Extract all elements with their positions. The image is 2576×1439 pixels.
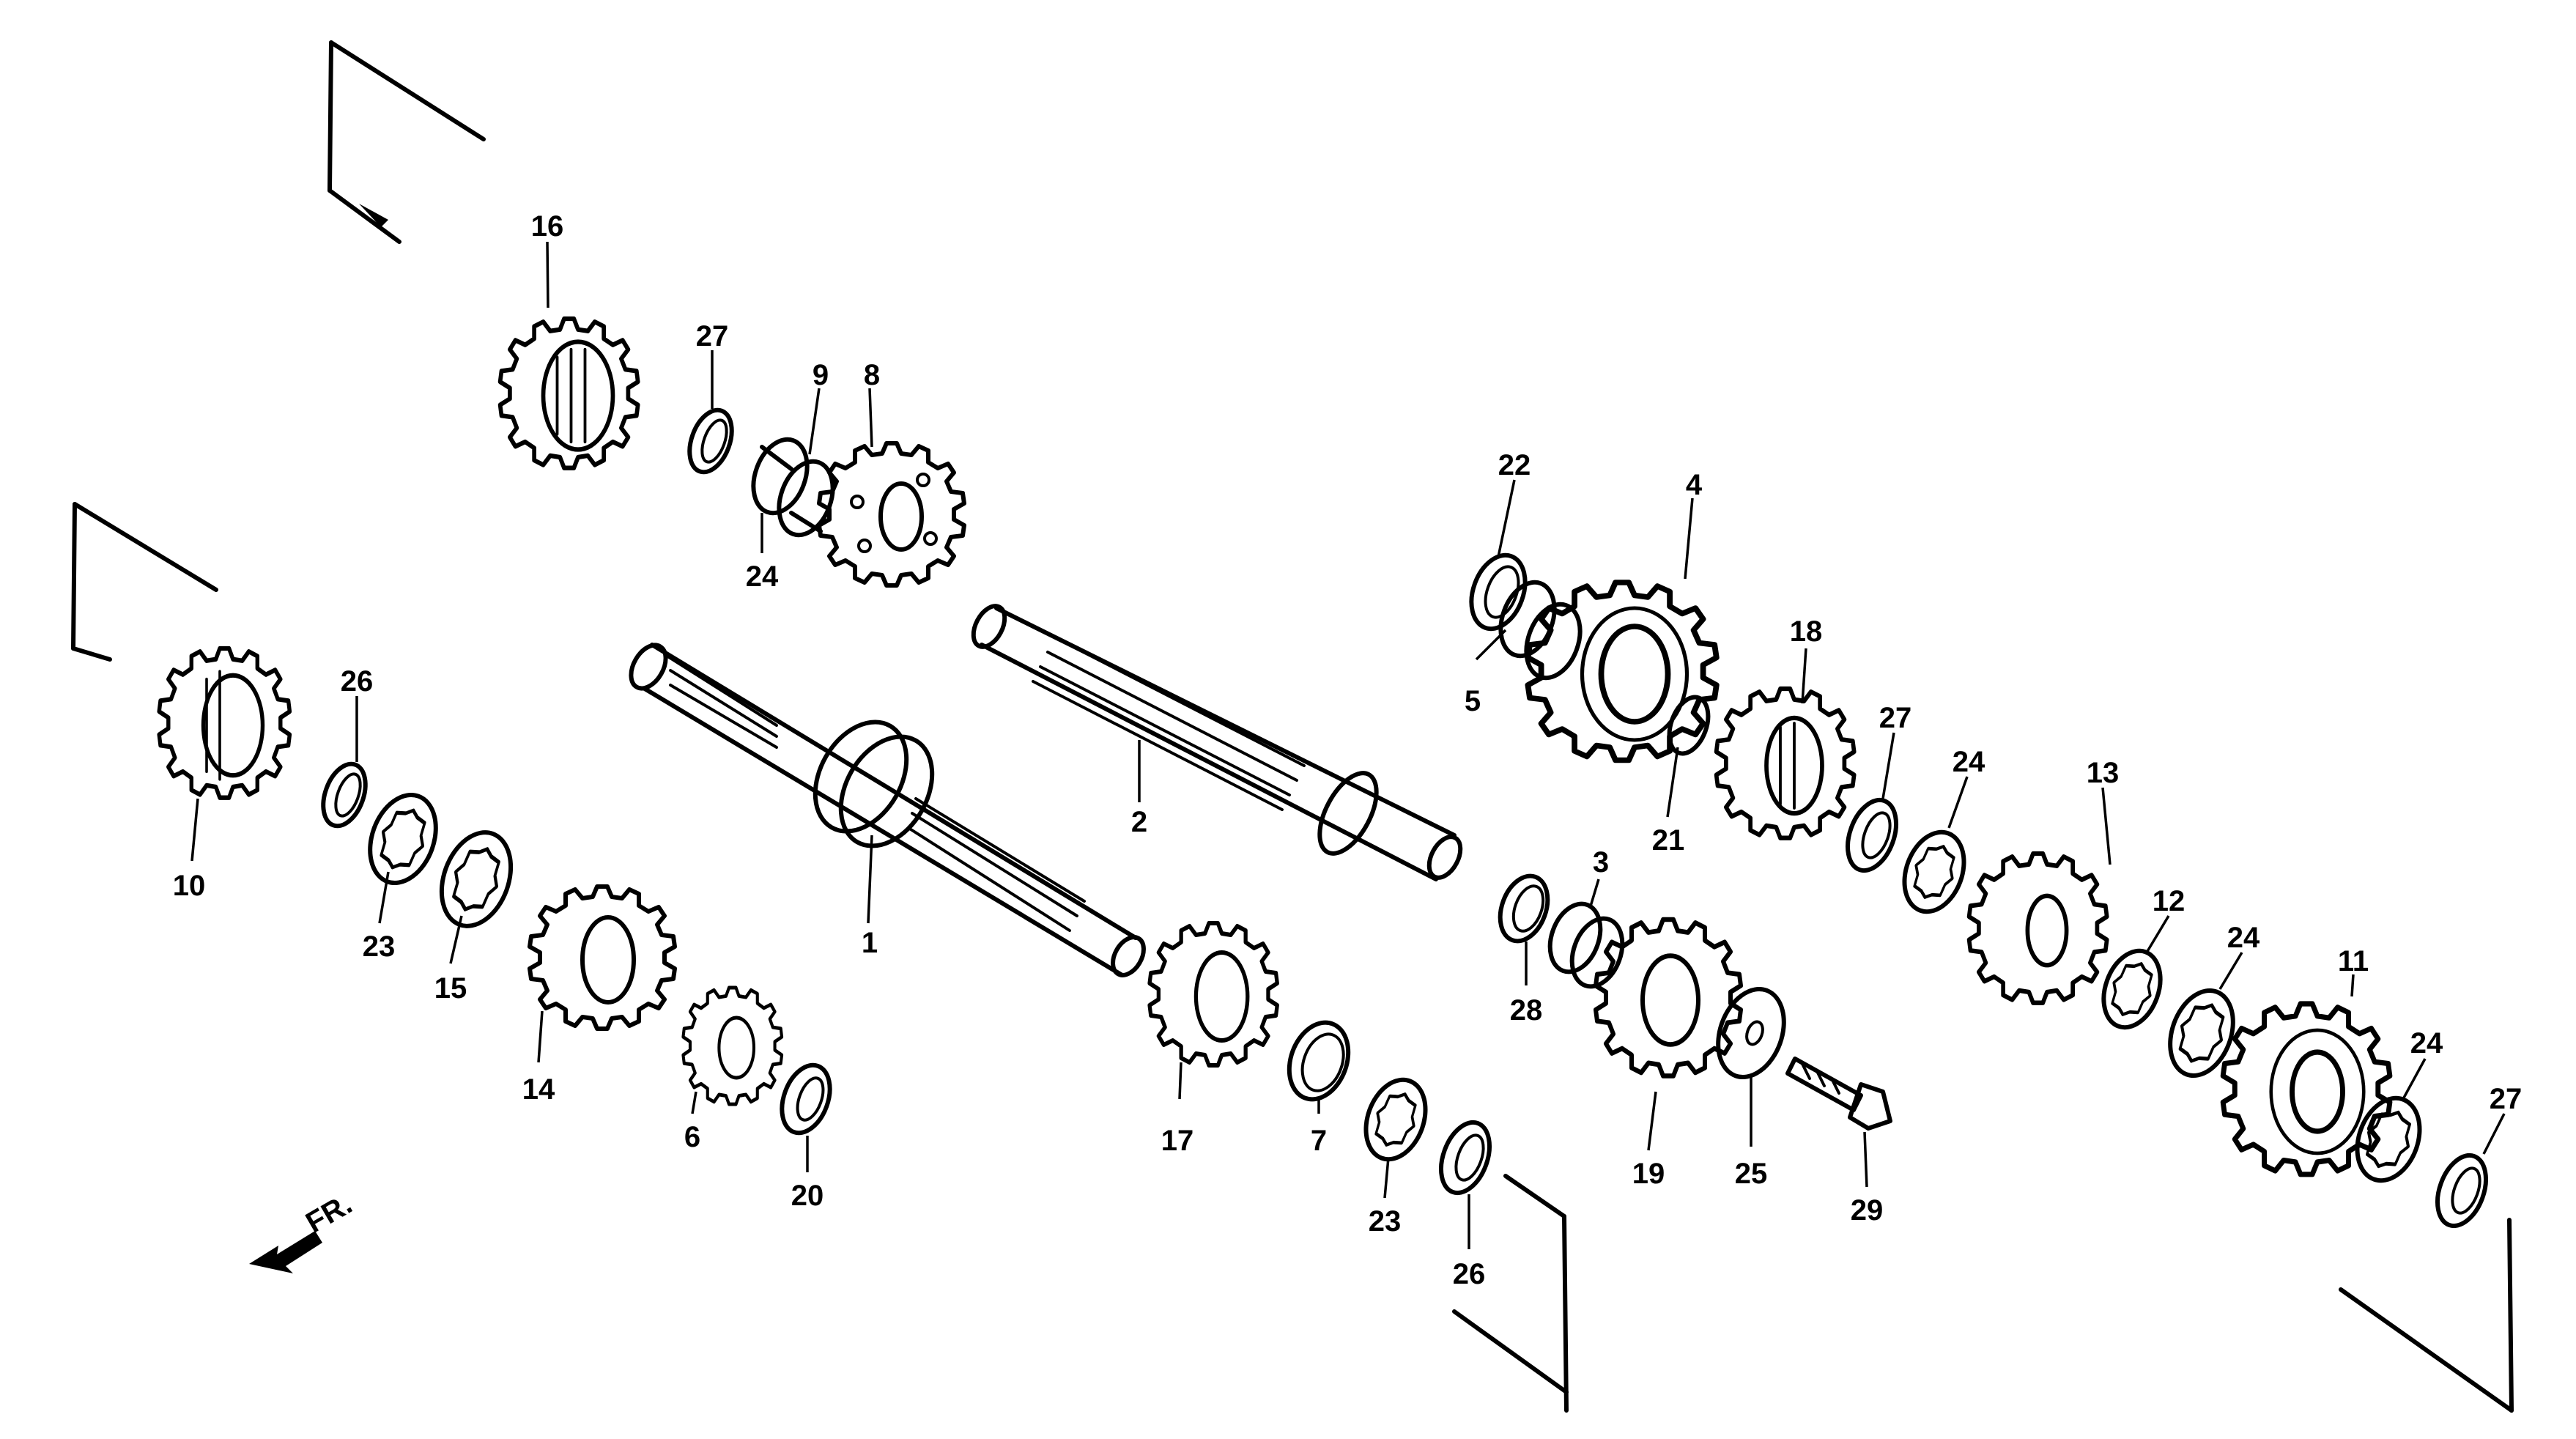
washer-12 (2101, 948, 2163, 1030)
mainshaft (629, 643, 1146, 977)
gear-17 (1150, 923, 1277, 1065)
bracket-bottom-right (2339, 1218, 2514, 1413)
callout-27-top: 27 (696, 320, 729, 352)
washer-23-left (368, 792, 438, 886)
callout-labels: 1 2 3 4 5 6 7 8 9 10 11 12 13 14 15 16 1… (173, 210, 2523, 1290)
callout-16: 16 (531, 210, 564, 243)
callout-12: 12 (2153, 885, 2185, 917)
callout-26-left: 26 (341, 665, 374, 698)
bracket-top-left (327, 40, 486, 244)
callout-23-left: 23 (363, 931, 396, 963)
callout-9: 9 (813, 359, 829, 391)
seal-28 (1498, 873, 1550, 944)
washer-20 (780, 1062, 832, 1136)
callout-25: 25 (1735, 1158, 1768, 1190)
callout-18: 18 (1790, 615, 1823, 648)
callout-27-mid: 27 (1879, 702, 1912, 734)
callout-6: 6 (684, 1121, 700, 1153)
front-direction-arrow: FR. (249, 1188, 358, 1273)
countershaft (971, 604, 1463, 881)
washer-22 (1469, 552, 1528, 632)
callout-14: 14 (522, 1073, 555, 1106)
callout-28: 28 (1510, 994, 1543, 1026)
washer-24-right (2168, 988, 2235, 1079)
bushing-7 (1287, 1020, 1351, 1102)
bushing-15 (439, 830, 514, 928)
gear-10 (159, 648, 289, 798)
callout-21: 21 (1652, 824, 1685, 857)
callout-24-top: 24 (746, 561, 779, 593)
callout-20: 20 (791, 1180, 824, 1212)
gear-8 (819, 443, 964, 585)
bushing-9 (751, 437, 835, 538)
callout-24-far: 24 (2410, 1027, 2443, 1059)
callout-4: 4 (1686, 469, 1703, 501)
callout-17: 17 (1161, 1125, 1194, 1157)
callout-23-right: 23 (1369, 1205, 1402, 1238)
washer-21 (1667, 695, 1711, 756)
callout-5: 5 (1465, 685, 1481, 717)
washer-24-far (2355, 1095, 2422, 1183)
callout-11: 11 (2338, 945, 2369, 977)
washer-27-mid (1846, 797, 1898, 873)
callout-26-right: 26 (1453, 1258, 1486, 1290)
callout-3: 3 (1593, 846, 1609, 878)
washer-24-mid (1902, 829, 1966, 914)
bracket-bottom-mid (1452, 1174, 1569, 1413)
gear-14 (530, 887, 675, 1029)
bolt-29 (1785, 1057, 1892, 1131)
washer-26-left (321, 761, 368, 829)
callout-29: 29 (1851, 1194, 1884, 1227)
callout-10: 10 (173, 870, 206, 902)
callout-15: 15 (434, 972, 467, 1005)
washer-23-right (1363, 1077, 1428, 1162)
callout-24-mid: 24 (1953, 746, 1985, 778)
callout-8: 8 (864, 359, 880, 391)
callout-22: 22 (1498, 449, 1531, 481)
bracket-left (71, 502, 218, 662)
callout-7: 7 (1311, 1125, 1327, 1157)
direction-label: FR. (300, 1188, 358, 1239)
washer-27-top (687, 407, 734, 475)
callout-24-right: 24 (2227, 922, 2260, 954)
gear-4 (1528, 582, 1716, 761)
leader-lines (190, 241, 2506, 1249)
callout-13: 13 (2087, 757, 2120, 789)
sprocket-19 (1596, 920, 1741, 1076)
callout-27-right: 27 (2490, 1083, 2523, 1115)
washer-27-right (2435, 1153, 2488, 1229)
gear-13 (1969, 854, 2107, 1003)
callout-19: 19 (1632, 1158, 1665, 1190)
gear-11 (2223, 1004, 2390, 1174)
collar-3 (1547, 901, 1625, 989)
gear-18 (1717, 689, 1854, 838)
gear-16 (500, 319, 638, 468)
gear-6 (683, 988, 782, 1104)
washer-26-right (1439, 1120, 1492, 1196)
washer-25 (1716, 986, 1786, 1080)
callout-1: 1 (862, 927, 878, 959)
callout-2: 2 (1131, 806, 1147, 838)
